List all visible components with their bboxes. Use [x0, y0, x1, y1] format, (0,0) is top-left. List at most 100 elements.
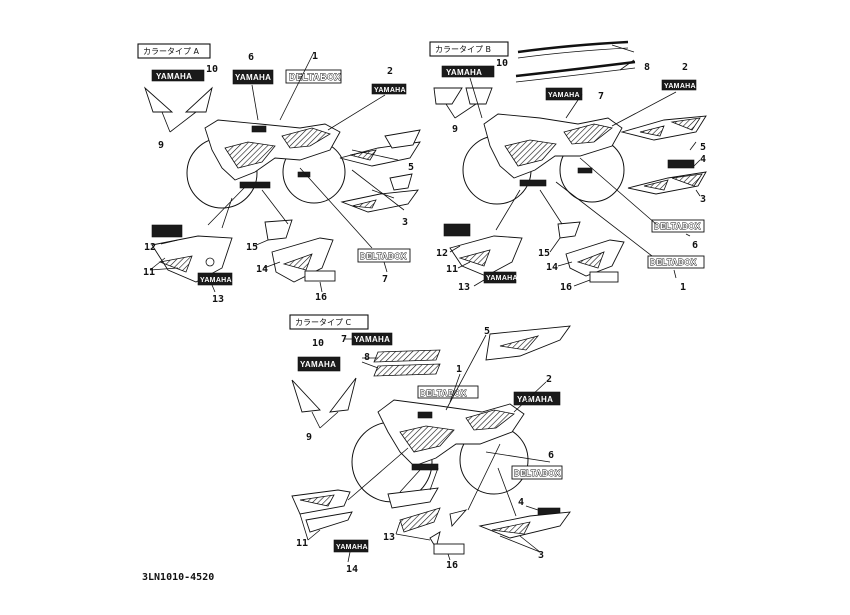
decal-deltabox-6-c [511, 465, 563, 480]
decal-deltabox-1-c [417, 385, 479, 399]
callout-13-c: 14 [346, 564, 358, 575]
decal-15-a [264, 219, 293, 241]
callout-15-b: 15 [538, 248, 550, 259]
callout-2-b: 2 [682, 62, 688, 73]
callout-13-b: 13 [458, 282, 470, 293]
group-a-label: カラータイプ A [143, 47, 200, 56]
callout-6-c: 6 [548, 450, 554, 461]
decal-deltabox-1-b [647, 255, 705, 269]
decal-yamaha-text: YAMAHA [235, 73, 271, 82]
tail-stripe-c [465, 409, 515, 431]
callout-6-b: 6 [692, 240, 698, 251]
decal-yamaha-10-a [151, 69, 205, 82]
lower-cowl-11-a [151, 235, 233, 283]
decal-yamaha-13-c [333, 539, 369, 553]
decal-yamaha-text: YAMAHA [374, 87, 406, 94]
fairing-a [204, 119, 341, 181]
decal-deltabox-text: DELTABOX [514, 469, 561, 478]
leaders-b-lower [449, 233, 691, 287]
decal-tail-5-top-a [384, 129, 421, 149]
leader-9-b [445, 103, 477, 119]
group-c: カラータイプ C YAMAHA YAMAHA YAMAHA DELTABOX D… [289, 314, 571, 575]
stripe-8-a-c [373, 349, 441, 363]
leaders-a [207, 51, 405, 249]
cowl-hole-a [205, 257, 215, 267]
callout-7-c: 7 [341, 334, 347, 345]
callout-5-b: 5 [700, 142, 706, 153]
decal-yamaha-text: YAMAHA [200, 277, 232, 284]
callout-8-b: 8 [644, 62, 650, 73]
callout-3-c: 3 [538, 550, 544, 561]
decal-12-a [151, 224, 183, 238]
stripe-8-lower-b [515, 60, 636, 78]
callout-11-c: 11 [296, 538, 308, 549]
fairing-side-stripe-b [504, 139, 557, 167]
callout-9-a: 9 [158, 140, 164, 151]
tank-decal-a [251, 125, 267, 133]
decal-15-b [557, 221, 581, 239]
part-code: 3LN1010-4520 [142, 572, 214, 583]
callout-4-c: 4 [518, 497, 524, 508]
decal-yamaha-13-b [483, 271, 517, 284]
decal-yamaha-text: YAMAHA [517, 395, 553, 404]
decal-11-b-c [305, 511, 353, 533]
cowl-14-hatch-b [576, 251, 605, 269]
callout-12-a: 12 [144, 242, 156, 253]
cowl-14-hatch-a [282, 253, 313, 271]
callout-5-c: 5 [484, 326, 490, 337]
callout-8-c: 8 [364, 352, 370, 363]
leaders-a-lower [149, 239, 388, 293]
group-b: カラータイプ B YAMAHA YAMAHA YAMAHA DELTABOX D… [429, 40, 707, 293]
callout-16-c: 16 [446, 560, 458, 571]
lower-decal-b [519, 179, 547, 187]
decal-fin-left-c [291, 379, 321, 413]
callout-14-c: 13 [383, 532, 395, 543]
decal-4-b [667, 159, 695, 169]
lower-cowl-hatch-a [158, 255, 193, 273]
decal-14-c-c [449, 509, 468, 528]
callout-11-b: 11 [446, 264, 458, 275]
decal-3-hatch-c [491, 521, 531, 535]
decal-16-a [304, 270, 336, 282]
decal-14-b-c [399, 507, 441, 533]
decal-3-hatch [351, 199, 377, 209]
decal-16-b [589, 271, 619, 283]
decal-14-d-c [429, 531, 441, 550]
stripe-8-b-c [373, 363, 441, 377]
tank-decal-c [417, 411, 433, 419]
group-b-label: カラータイプ B [435, 45, 491, 54]
callout-2-a: 2 [387, 66, 393, 77]
decal-11-hatch-c [299, 494, 335, 507]
swingarm-decal-b [577, 167, 593, 174]
callout-2-c: 2 [546, 374, 552, 385]
decal-fin-left-a [144, 86, 174, 113]
decal-deltabox-6-b [651, 219, 705, 233]
callout-3-b: 3 [700, 194, 706, 205]
lower-cowl-hatch-b [458, 249, 491, 267]
decal-12-b [443, 223, 471, 237]
callout-7-a: 6 [248, 52, 254, 63]
callout-10-a: 10 [206, 64, 218, 75]
decal-yamaha-13-a [197, 272, 233, 286]
decal-yamaha-text: YAMAHA [486, 275, 518, 282]
decal-yamaha-text: YAMAHA [300, 360, 336, 369]
decal-yamaha-10-c [297, 356, 341, 372]
group-c-label-box [289, 314, 369, 330]
stripe-8-upper-b-edge [517, 47, 629, 59]
callout-9-b: 9 [452, 124, 458, 135]
decal-3-hatch-b [643, 179, 669, 191]
callout-6-a: 7 [382, 274, 388, 285]
group-b-label-box [429, 41, 509, 57]
group-a-label-box [137, 43, 211, 59]
callout-5-a: 5 [408, 162, 414, 173]
decal-deltabox-text: DELTABOX [360, 252, 407, 261]
decal-yamaha-text: YAMAHA [354, 335, 390, 344]
group-c-label: カラータイプ C [295, 318, 352, 327]
callout-10-c: 10 [312, 338, 324, 349]
decal-14-a-c [387, 487, 439, 509]
decal-deltabox-text: DELTABOX [289, 72, 341, 82]
callout-4-b: 4 [700, 154, 706, 165]
leader-9-a [161, 111, 197, 133]
callout-7-b: 7 [598, 91, 604, 102]
leader-9-c [311, 411, 339, 429]
